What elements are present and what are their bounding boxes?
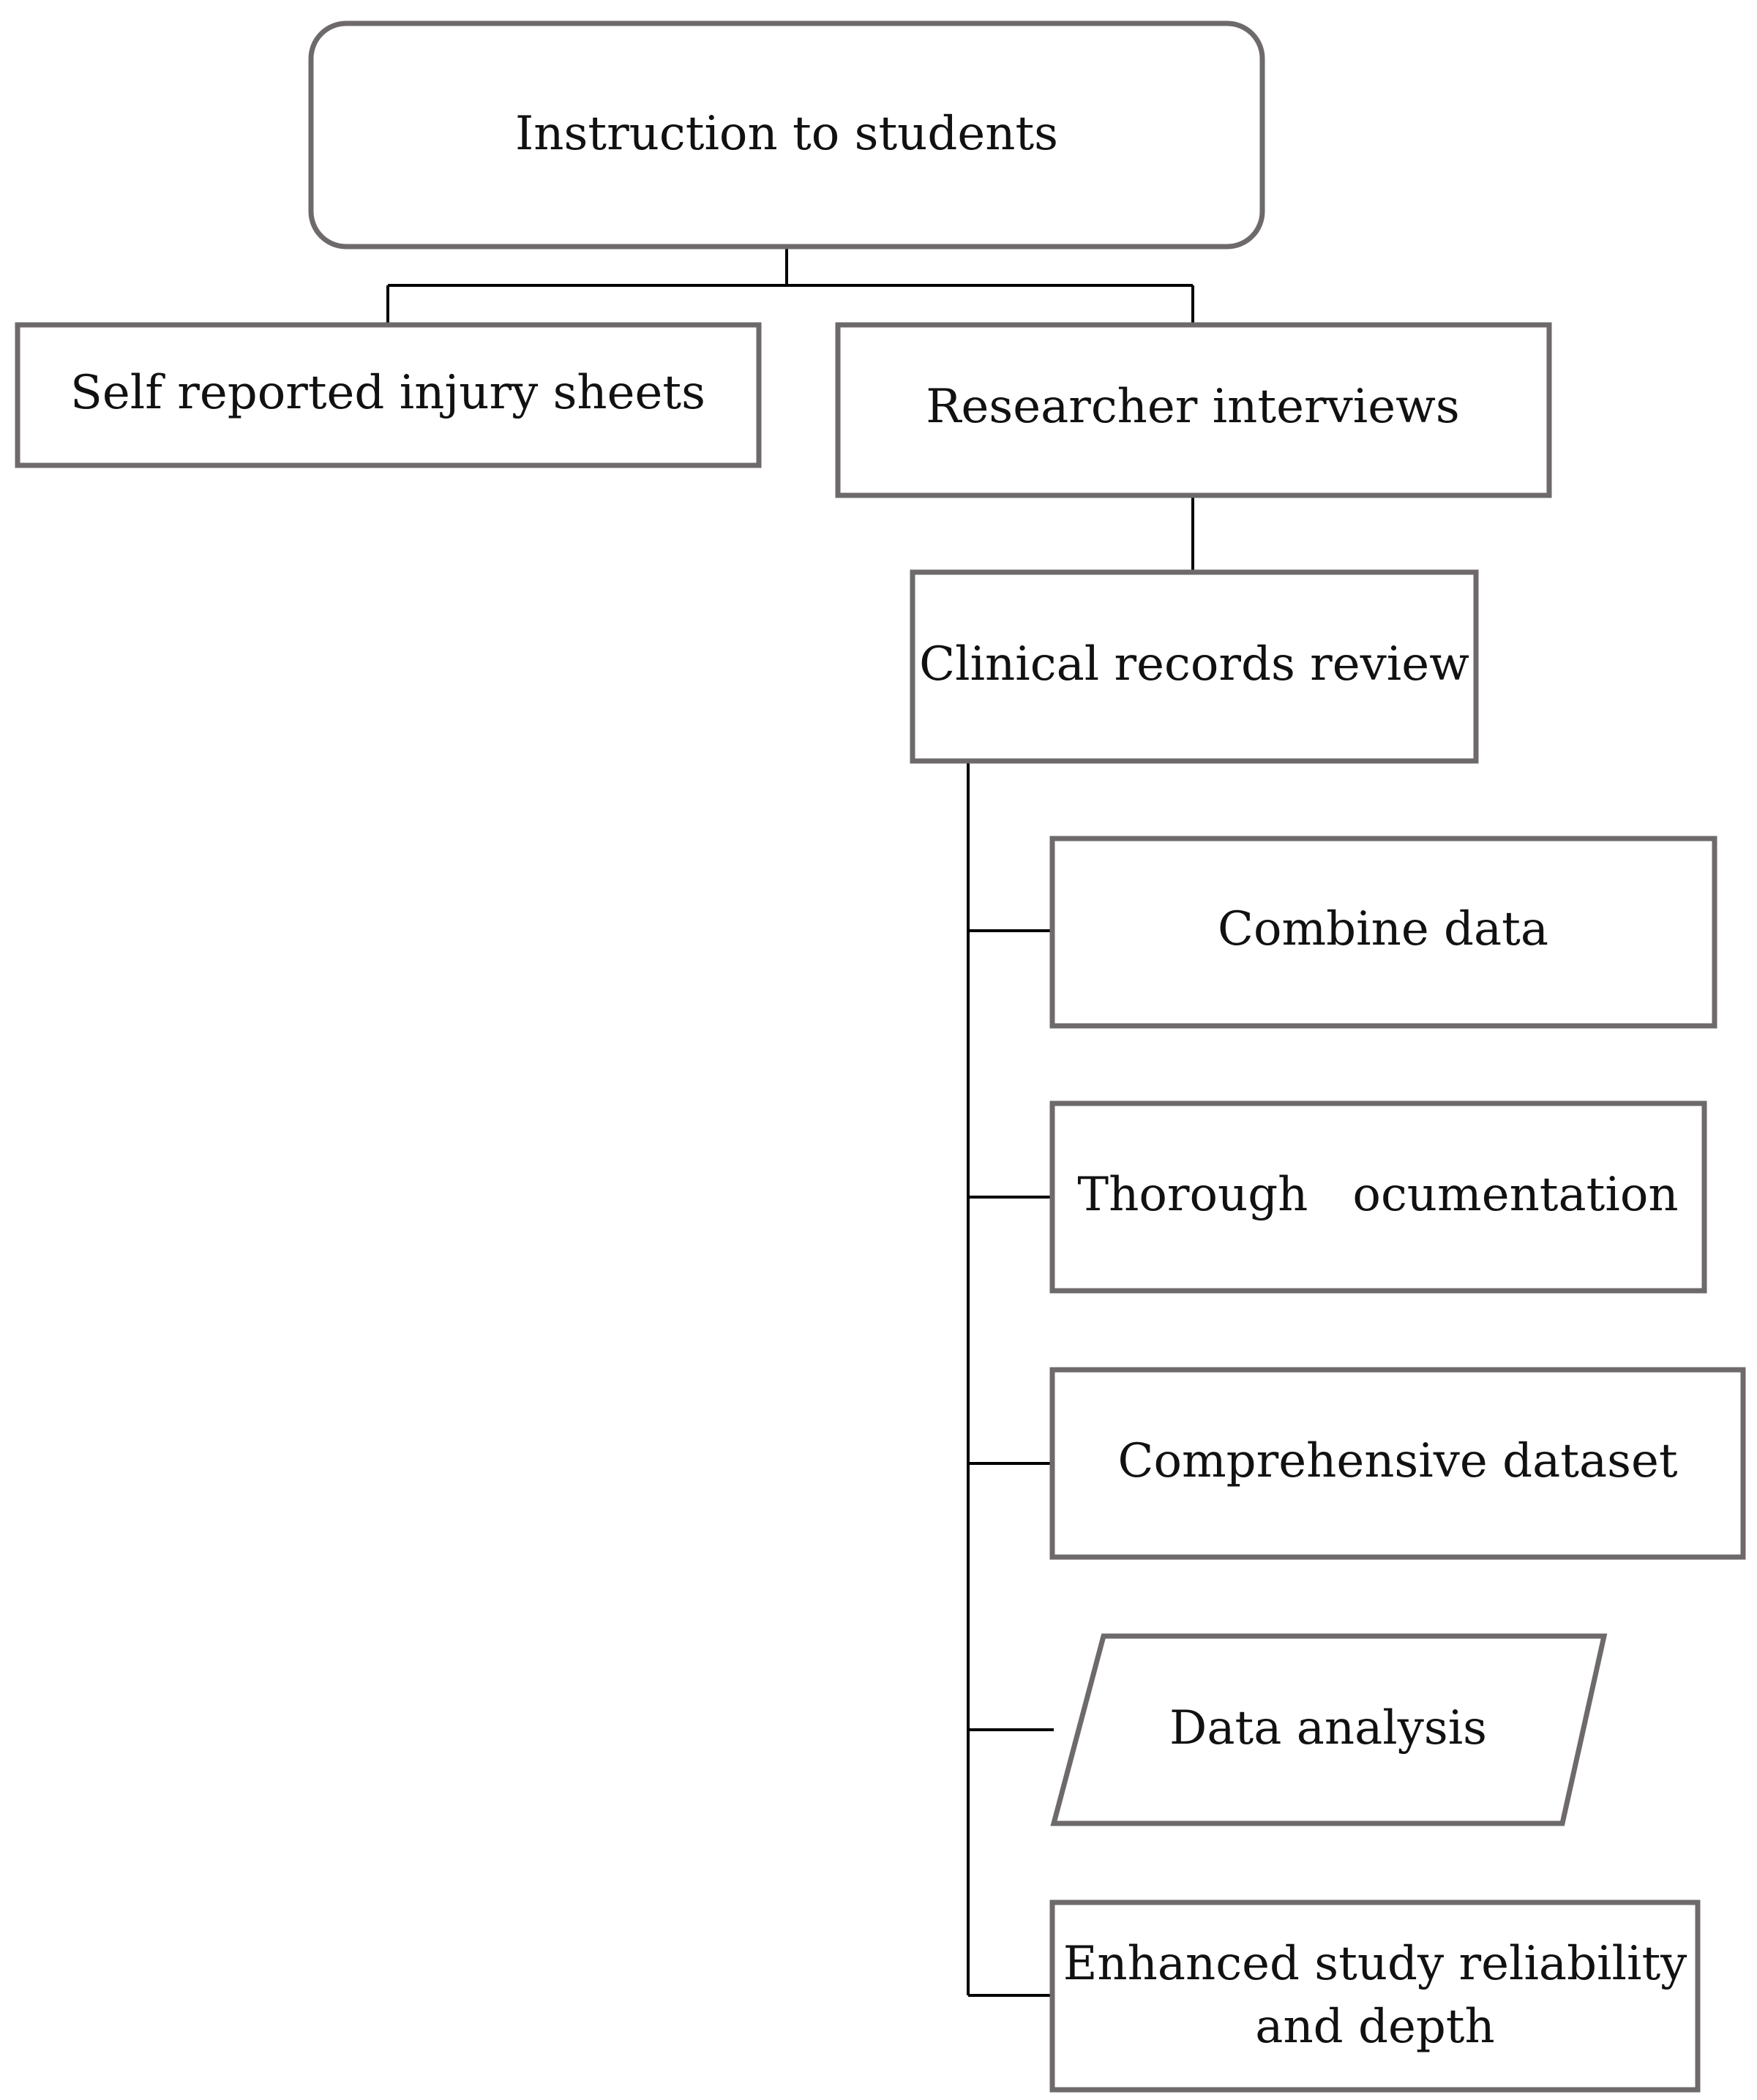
node-analysis-label: Data analysis [1169,1701,1487,1755]
node-instruction-box [308,20,1265,250]
node-combine-box [1049,836,1717,1029]
connector-instruction-to-branches [386,247,1194,325]
node-comprehensive-label: Comprehensive dataset [1117,1434,1677,1488]
node-analysis-shape [1050,1633,1608,1826]
node-clinical-label: Clinical records review [919,637,1469,691]
node-comprehensive: Comprehensive dataset [1049,1367,1746,1560]
node-thorough-box [1049,1100,1707,1294]
node-combine: Combine data [1049,836,1717,1029]
node-self-reported-box [15,322,762,468]
node-instruction-label: Instruction to students [515,107,1058,161]
node-enhanced-box [1049,1900,1701,2093]
node-clinical-box [910,569,1479,764]
node-combine-label: Combine data [1218,902,1548,956]
node-analysis: Data analysis [1050,1633,1608,1826]
node-enhanced-label-line1: Enhanced study reliability [1063,1937,1687,1991]
node-enhanced-label-line2: and depth [1255,2000,1494,2054]
node-researcher-box [835,322,1552,498]
node-researcher: Researcher interviews [835,322,1552,498]
node-thorough-label: Thorough ocumentation [1077,1168,1678,1222]
node-comprehensive-box [1049,1367,1746,1560]
node-thorough: Thorough ocumentation [1049,1100,1707,1294]
node-self-reported: Self reported injury sheets [15,322,762,468]
node-enhanced: Enhanced study reliability and depth [1049,1900,1701,2093]
node-self-reported-label: Self reported injury sheets [70,366,705,420]
node-clinical: Clinical records review [910,569,1479,764]
connectors [386,247,1194,1997]
node-instruction: Instruction to students [308,20,1265,250]
node-researcher-label: Researcher interviews [926,380,1459,434]
